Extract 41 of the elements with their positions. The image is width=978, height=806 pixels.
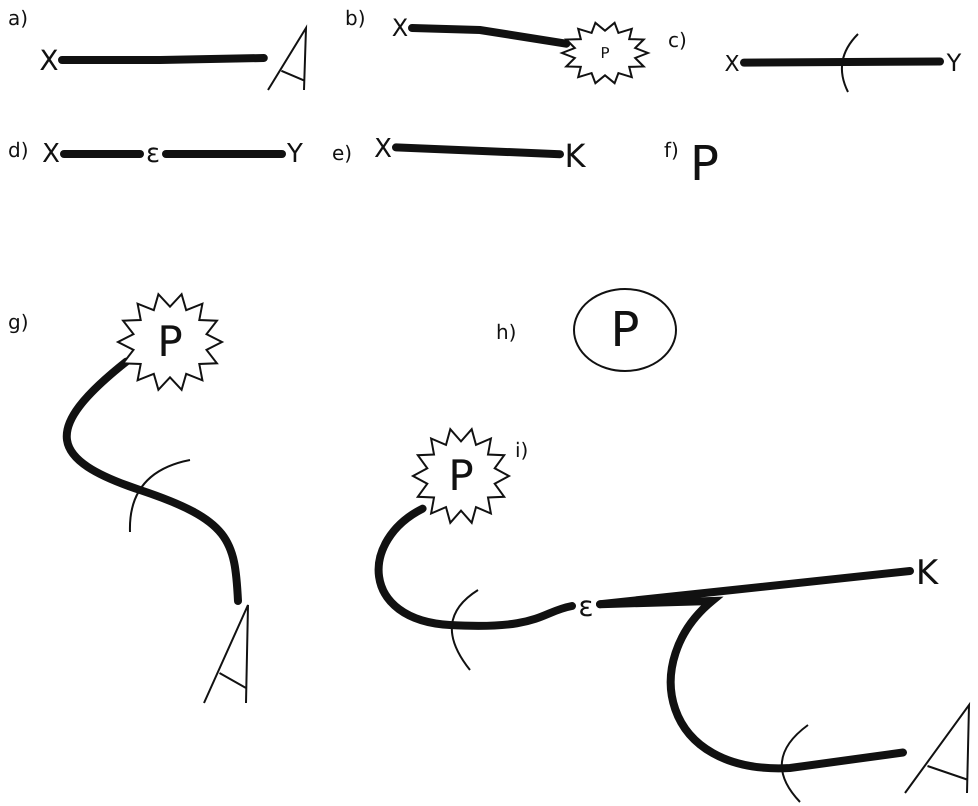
panel-label: e) — [332, 143, 352, 163]
letter-label: X — [36, 44, 62, 76]
panel-label: f) — [664, 140, 679, 160]
thick-line — [63, 358, 242, 605]
letter-label: ε — [140, 138, 166, 170]
thick-line — [408, 24, 570, 48]
letter-label: Y — [940, 48, 968, 78]
panel-label: b) — [345, 8, 366, 28]
letter-label: Y — [282, 138, 308, 170]
thick-line — [596, 597, 907, 772]
letter-label: P — [448, 455, 474, 497]
thick-line — [58, 54, 268, 64]
tent-icon — [903, 703, 973, 793]
panel-label: c) — [668, 30, 687, 50]
letter-label: ε — [572, 588, 600, 624]
panel-label: d) — [8, 140, 28, 160]
thick-line — [740, 58, 944, 67]
tent-icon — [202, 603, 252, 703]
letter-label: P — [157, 321, 183, 363]
letter-label: K — [560, 138, 590, 174]
letter-label: X — [388, 14, 412, 42]
thick-line — [392, 143, 564, 158]
letter-label: K — [910, 553, 944, 593]
letter-label: P — [690, 140, 719, 188]
thick-line — [60, 150, 144, 158]
starburst-node — [562, 22, 648, 84]
letter-label: X — [38, 138, 64, 170]
thick-line — [162, 150, 286, 158]
tent-icon — [266, 26, 310, 90]
thick-line — [374, 504, 576, 630]
letter-label: P — [610, 306, 640, 354]
letter-label: X — [720, 50, 744, 78]
panel-label: a) — [8, 8, 28, 28]
panel-label: h) — [496, 322, 516, 342]
panel-label: g) — [8, 312, 28, 332]
panel-label: i) — [515, 440, 528, 460]
letter-label: P — [600, 46, 610, 60]
circle-node — [573, 288, 677, 372]
starburst-node — [118, 293, 222, 391]
starburst-node — [413, 428, 509, 524]
letter-label: X — [370, 133, 396, 165]
